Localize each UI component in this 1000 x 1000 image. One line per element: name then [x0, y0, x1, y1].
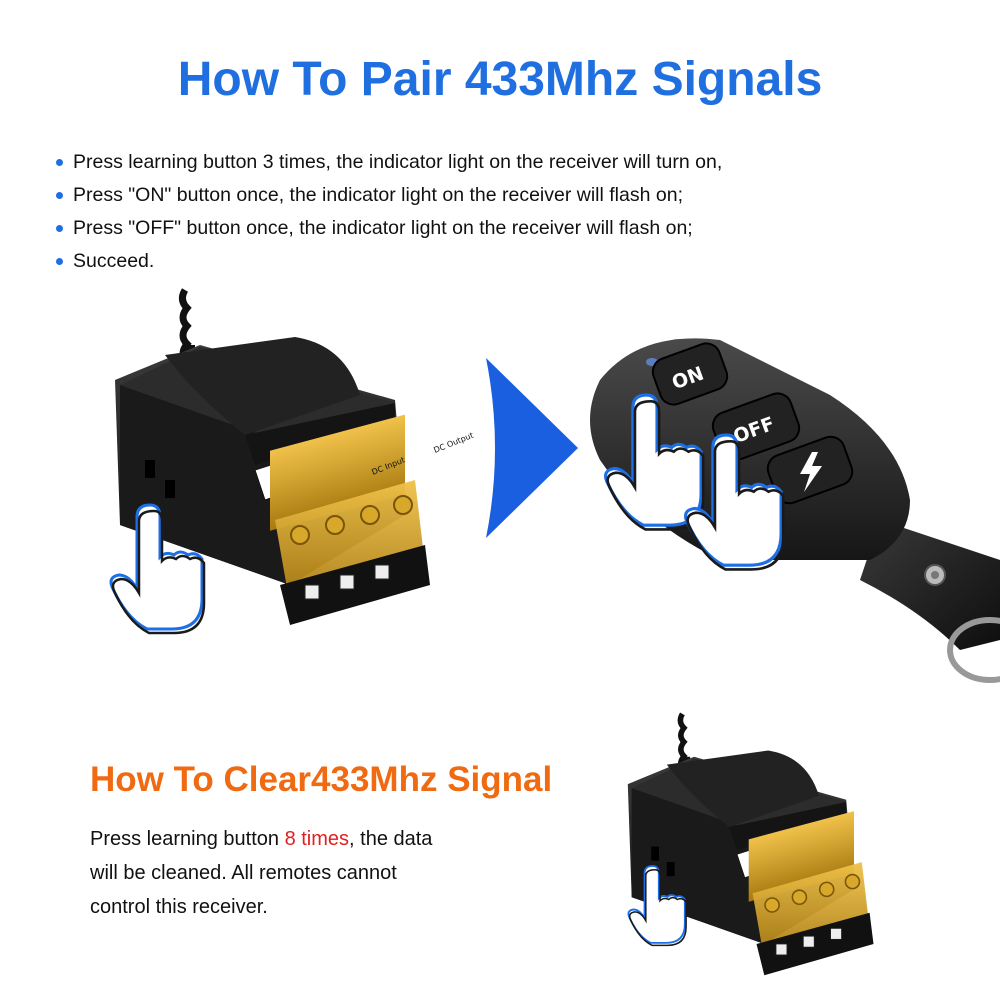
bullet-icon: [56, 258, 63, 265]
bullet-icon: [56, 225, 63, 232]
bullet-icon: [56, 192, 63, 199]
clear-text-highlight: 8 times: [284, 828, 350, 850]
step-item: Succeed.: [56, 245, 722, 278]
step-item: Press "ON" button once, the indicator li…: [56, 179, 722, 212]
clear-title: How To Clear433Mhz Signal: [90, 760, 553, 799]
step-text: Succeed.: [73, 250, 155, 272]
pair-title: How To Pair 433Mhz Signals: [177, 53, 823, 106]
dc-output-label: DC Output: [432, 431, 474, 455]
step-item: Press "OFF" button once, the indicator l…: [56, 212, 722, 245]
step-text: Press learning button 3 times, the indic…: [73, 151, 723, 173]
clear-instructions: Press learning button 8 times, the data …: [90, 822, 450, 924]
clear-text-before: Press learning button: [90, 828, 285, 850]
lightning-icon: [800, 452, 822, 492]
bullet-icon: [56, 159, 63, 166]
step-text: Press "OFF" button once, the indicator l…: [73, 217, 693, 239]
clear-text-after: , the data will be cleaned. All remotes …: [90, 828, 433, 918]
step-text: Press "ON" button once, the indicator li…: [73, 184, 683, 206]
step-item: Press learning button 3 times, the indic…: [56, 146, 722, 179]
pair-steps: Press learning button 3 times, the indic…: [56, 146, 722, 278]
arrow-right-icon: [486, 358, 578, 538]
